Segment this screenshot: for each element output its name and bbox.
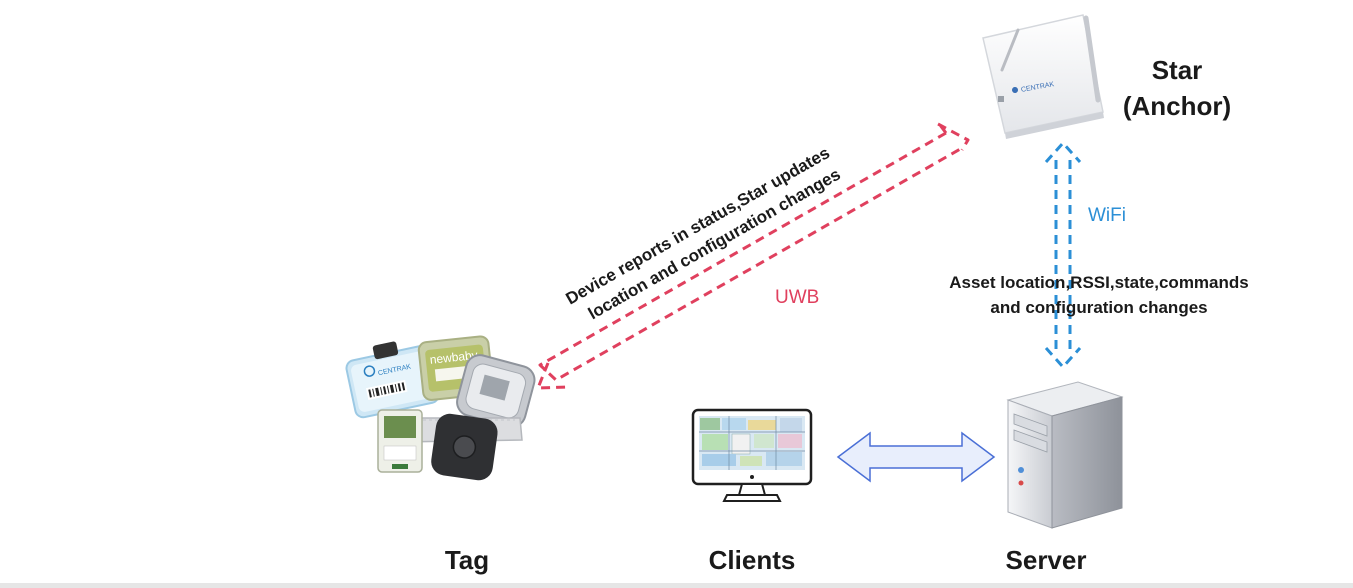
uwb-arrow: [536, 122, 970, 390]
wifi-label: WiFi: [1088, 205, 1126, 226]
anchor-port: [998, 96, 1004, 102]
clients-monitor: [691, 408, 813, 502]
anchor-device: CENTRAK: [982, 14, 1104, 139]
anchor-label: (Anchor): [1123, 91, 1231, 121]
antenna-right: [1083, 15, 1101, 103]
uwb-label: UWB: [775, 287, 819, 308]
monitor-stand: [722, 494, 782, 502]
server-label: Server: [1006, 545, 1087, 575]
bottom-border: [0, 583, 1353, 588]
tag-black-button: [431, 413, 498, 481]
tag-round: [456, 354, 536, 428]
server-drive-bay: [1013, 413, 1048, 437]
wifi-arrow: [1044, 140, 1082, 370]
asset-text-line1: Asset location,RSSI,state,commands: [949, 273, 1248, 292]
star-label: Star: [1152, 55, 1203, 85]
tag-pcb: [377, 409, 423, 473]
tag-devices: CENTRAK newbaby: [345, 335, 536, 481]
server-status-led: [1018, 480, 1024, 486]
server-drive-bay: [1013, 429, 1048, 453]
antenna-left: [1000, 28, 1020, 72]
device-report-line1: Device reports in status,Star updates: [563, 143, 833, 308]
clients-label: Clients: [709, 545, 796, 575]
anchor-logo-icon: [1012, 87, 1018, 93]
asset-text-line2: and configuration changes: [990, 298, 1207, 317]
newbaby-label: newbaby: [429, 348, 478, 367]
tag-label: Tag: [445, 545, 489, 575]
server-power-led: [1018, 467, 1024, 473]
client-server-arrow: [836, 431, 996, 483]
server-tower: [1006, 381, 1124, 529]
